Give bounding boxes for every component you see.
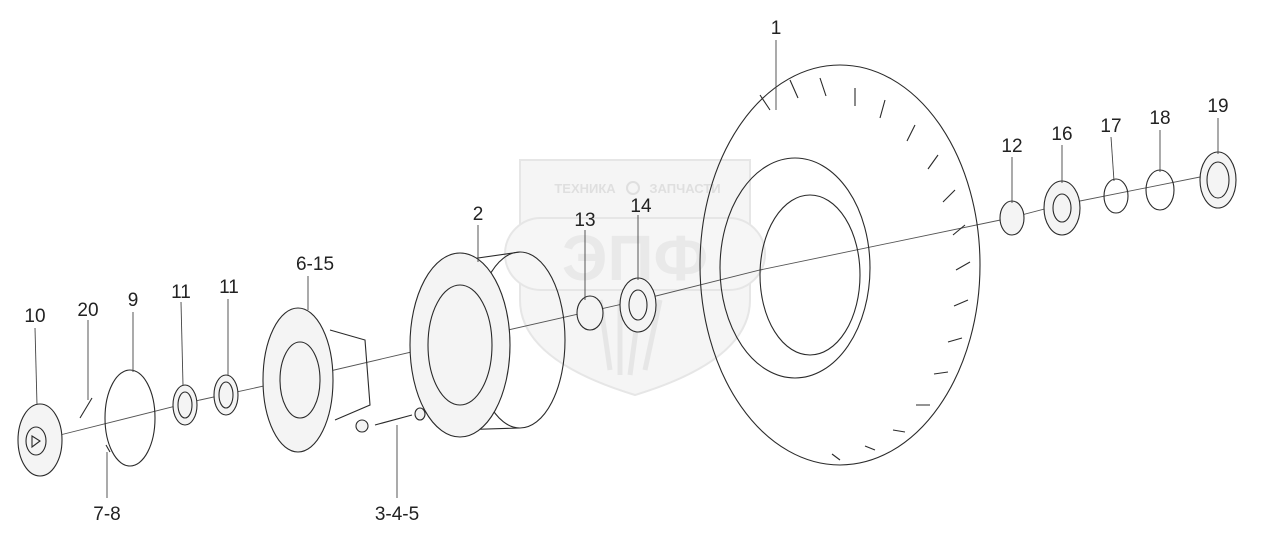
callout-12: 12 <box>1001 136 1022 157</box>
hub-bore <box>279 341 321 419</box>
tire-rim-opening <box>759 194 861 356</box>
callout-13: 13 <box>574 210 595 231</box>
callout-1: 1 <box>771 18 782 39</box>
part-14-bearing <box>619 277 657 333</box>
part-3-nut <box>355 419 369 433</box>
callout-11-a: 11 <box>171 282 191 303</box>
part-14-bearing-inner <box>628 289 648 321</box>
part-10-cap-logo-icon <box>31 435 41 449</box>
callout-6-15: 6-15 <box>296 254 334 275</box>
hub-body <box>329 329 371 421</box>
part-16-bearing <box>1043 180 1081 236</box>
rim-center <box>427 284 493 406</box>
part-11-ring-a <box>172 384 198 426</box>
callout-16: 16 <box>1051 124 1072 145</box>
callout-10: 10 <box>24 306 45 327</box>
part-20-bolt <box>79 397 93 419</box>
watermark-top-left: ТЕХНИКА <box>554 181 616 196</box>
callout-11-b: 11 <box>219 277 239 298</box>
callout-3-4-5: 3-4-5 <box>375 504 419 525</box>
part-12-ring <box>999 200 1025 236</box>
hub-flange <box>262 307 334 453</box>
callout-7-8: 7-8 <box>93 504 120 525</box>
part-11-ring-b-inner <box>218 381 234 409</box>
callout-17: 17 <box>1100 116 1121 137</box>
part-11-ring-a-inner <box>177 391 193 419</box>
watermark-gear-icon <box>626 181 640 195</box>
part-10-cap-center <box>25 426 47 456</box>
part-5-washer <box>414 407 426 421</box>
stud-washer-nut <box>355 407 426 433</box>
tire-tread <box>759 77 971 461</box>
callout-2: 2 <box>473 204 484 225</box>
part-19-cover <box>1199 151 1237 209</box>
watermark-wheat-icon <box>597 299 663 376</box>
callouts: 1 2 13 14 12 16 17 18 19 6-15 10 20 9 11… <box>24 18 1228 525</box>
tire-outer <box>699 64 981 466</box>
leader-lines <box>34 40 1219 498</box>
part-10-cap <box>17 403 63 477</box>
hub <box>262 307 371 453</box>
part-9-gasket <box>104 369 156 467</box>
part-13-ring <box>576 295 604 331</box>
tire <box>699 64 981 466</box>
rim-front <box>409 252 511 438</box>
rim <box>409 251 566 438</box>
callout-20: 20 <box>77 300 98 321</box>
callout-9: 9 <box>128 290 139 311</box>
watermark-shield <box>519 159 751 397</box>
callout-18: 18 <box>1149 108 1170 129</box>
part-17-ring <box>1103 178 1129 214</box>
part-19-cover-inner <box>1206 161 1230 199</box>
watermark: ТЕХНИКА ЗАПЧАСТИ ЭПФ <box>504 159 766 397</box>
part-18-ring <box>1145 169 1175 211</box>
callout-14: 14 <box>630 196 652 217</box>
watermark-top-right: ЗАПЧАСТИ <box>649 181 720 196</box>
tire-inner-wall <box>719 157 871 379</box>
part-4-stud <box>374 414 413 426</box>
hub-cap <box>17 403 63 477</box>
part-7-8-screw <box>105 444 111 453</box>
part-16-bearing-inner <box>1052 193 1072 223</box>
part-11-ring-b <box>213 374 239 416</box>
callout-19: 19 <box>1207 96 1228 117</box>
